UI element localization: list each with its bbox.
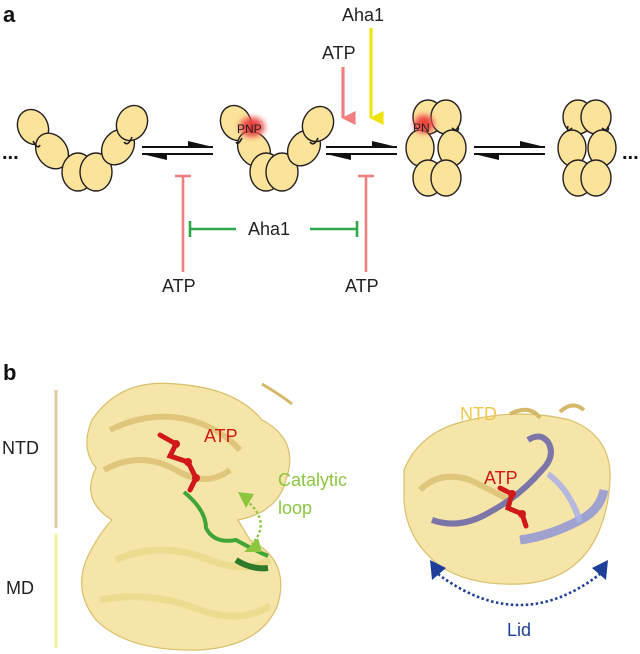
ellipsis-left: ... — [2, 142, 19, 164]
ntd-label-left: NTD — [2, 438, 39, 458]
equilibrium-arrows-3 — [474, 141, 545, 160]
ntd-label-right: NTD — [460, 404, 497, 424]
top-aha1-label: Aha1 — [342, 5, 384, 25]
hsp90-state-closed — [557, 99, 617, 197]
pn-label: PN — [413, 121, 430, 135]
catalytic-label-line1: Catalytic — [278, 470, 347, 490]
nucleotide-glow-2 — [411, 112, 437, 136]
bottom-aha1-label: Aha1 — [248, 219, 290, 239]
panel-b-label: b — [3, 360, 16, 385]
atp-inhibition-right — [358, 174, 374, 272]
catalytic-loop-arrow — [238, 492, 262, 552]
aha1-inhibition — [188, 221, 359, 237]
top-atp-label: ATP — [322, 43, 356, 63]
protein-structure-right — [403, 403, 611, 585]
ellipsis-right: ... — [622, 142, 639, 164]
bottom-atp-label-right: ATP — [345, 276, 379, 296]
hsp90-state-closed-nucleotide: PN — [405, 99, 467, 197]
hsp90-state-open-apo — [16, 104, 149, 192]
hsp90-state-nucleotide-bound: PNP — [219, 104, 335, 192]
pnp-label: PNP — [237, 122, 262, 136]
atp-inhibition-left — [175, 174, 191, 272]
panel-a-label: a — [3, 2, 16, 27]
bottom-atp-label-left: ATP — [162, 276, 196, 296]
atp-label-left: ATP — [204, 426, 238, 446]
equilibrium-arrows-2 — [326, 141, 397, 160]
lid-arrow — [430, 560, 608, 607]
lid-label: Lid — [507, 620, 531, 640]
protein-structure-left — [81, 382, 293, 651]
catalytic-label-line2: loop — [278, 498, 312, 518]
nucleotide-glow-1 — [236, 114, 268, 140]
md-label-left: MD — [6, 578, 34, 598]
atp-label-right: ATP — [484, 468, 518, 488]
equilibrium-arrows-1 — [142, 141, 213, 160]
